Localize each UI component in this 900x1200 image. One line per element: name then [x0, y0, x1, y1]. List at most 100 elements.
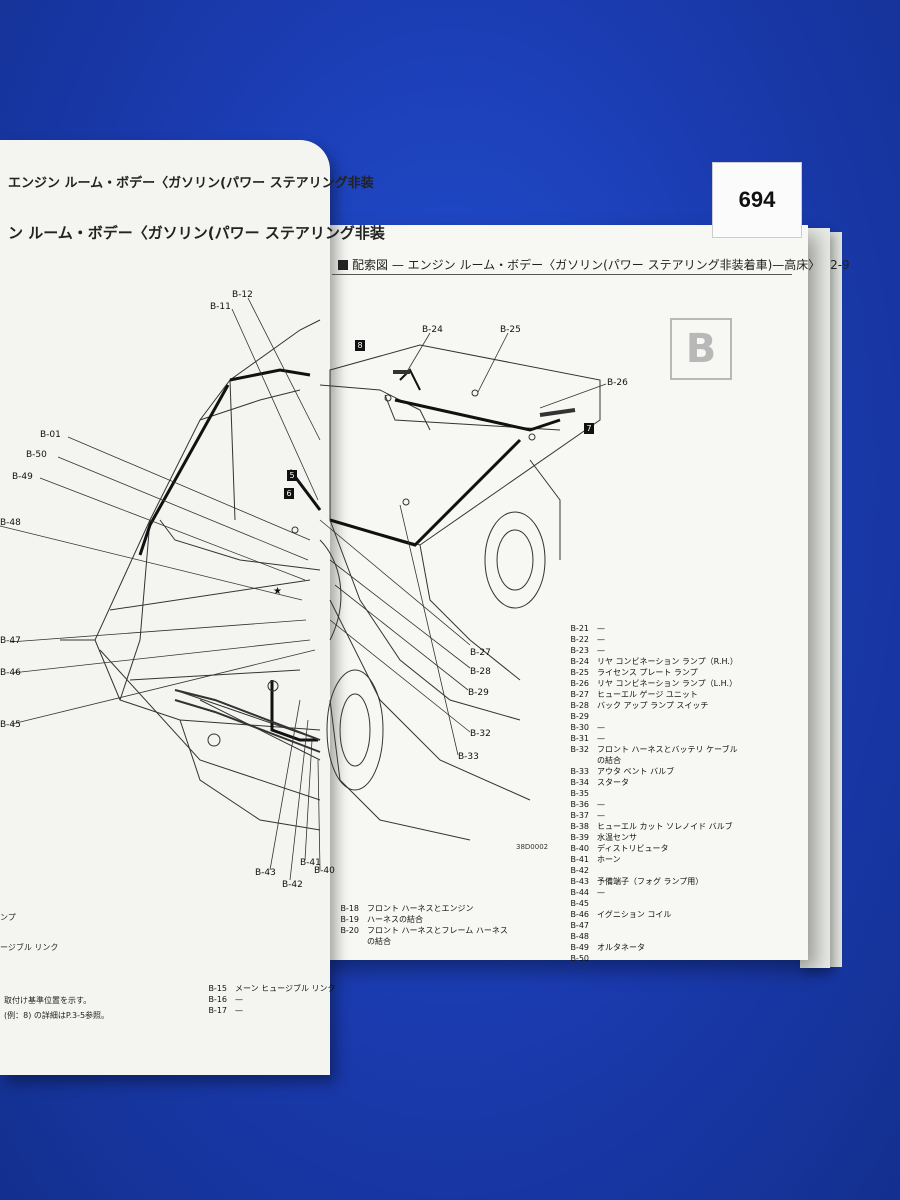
- legend-row: B-32 フロント ハーネスとバッテリ ケーブル: [562, 744, 762, 755]
- callout-label: B-41: [300, 858, 321, 868]
- legend-desc: ヒューエル ゲージ ユニット: [597, 690, 698, 699]
- legend-desc: —: [597, 646, 605, 655]
- legend-desc: ライセンス プレート ランプ: [597, 668, 698, 677]
- legend-code: B-31: [570, 734, 589, 743]
- callout-label: B-25: [500, 325, 521, 335]
- marker-7: 7: [584, 423, 594, 434]
- legend-desc: リヤ コンビネーション ランプ（R.H.）: [597, 657, 738, 666]
- legend-code: B-25: [570, 668, 589, 677]
- legend-row: B-47: [562, 920, 762, 931]
- legend-row: B-21—: [562, 623, 762, 634]
- right-header: 配索図 — エンジン ルーム・ボデー〈ガソリン(パワー ステアリング非装着車)—…: [338, 256, 850, 273]
- callout-label: B-43: [255, 868, 276, 878]
- legend-row: B-30—: [562, 722, 762, 733]
- legend-code: B-23: [570, 646, 589, 655]
- legend-desc: —: [597, 811, 605, 820]
- legend-row: B-44 —: [562, 887, 762, 898]
- legend-code: B-43: [570, 877, 589, 886]
- legend-code: B-50: [570, 954, 589, 963]
- legend-code: B-46: [570, 910, 589, 919]
- legend-code: B-44: [570, 888, 589, 897]
- legend-desc: スタータ: [597, 778, 629, 787]
- legend-code: B-30: [570, 723, 589, 732]
- legend-code: B-37: [570, 811, 589, 820]
- legend-code: B-28: [570, 701, 589, 710]
- legend-row: B-48: [562, 931, 762, 942]
- right-page: [318, 225, 808, 960]
- legend-code: B-42: [570, 866, 589, 875]
- marker-5: 5: [287, 470, 297, 481]
- callout-label: B-46: [0, 668, 21, 678]
- legend-row: B-45: [562, 898, 762, 909]
- page-number: 2-9: [830, 258, 850, 272]
- left-note: 取付け基準位置を示す。: [4, 996, 92, 1005]
- legend-code: B-32: [570, 745, 589, 754]
- legend-desc: ホーン: [597, 855, 621, 864]
- legend-code: B-33: [570, 767, 589, 776]
- legend-code: B-49: [570, 943, 589, 952]
- legend-code: B-47: [570, 921, 589, 930]
- legend-row: B-37 —: [562, 810, 762, 821]
- header-rule: [332, 274, 792, 275]
- left-note: ンプ: [0, 913, 16, 922]
- right-header-text: 配索図 — エンジン ルーム・ボデー〈ガソリン(パワー ステアリング非装着車)—…: [352, 258, 821, 272]
- legend-row: B-23 —: [562, 645, 762, 656]
- legend-row: B-38 ヒューエル カット ソレノイド バルブ: [562, 821, 762, 832]
- legend-code: B-21: [570, 624, 589, 633]
- callout-label: B-01: [40, 430, 61, 440]
- legend-code: B-27: [570, 690, 589, 699]
- callout-label: B-48: [0, 518, 21, 528]
- callout-label: B-33: [458, 752, 479, 762]
- callout-label: B-11: [210, 302, 231, 312]
- callout-label: B-27: [470, 648, 491, 658]
- legend-desc: バック アップ ランプ スイッチ: [597, 701, 709, 710]
- legend-desc: フロント ハーネスとバッテリ ケーブル: [597, 745, 738, 754]
- legend-desc: 水温センサ: [597, 833, 637, 842]
- legend-desc: —: [597, 888, 605, 897]
- legend-row: B-49 オルタネータ: [562, 942, 762, 953]
- legend-desc: —: [597, 734, 605, 743]
- legend-row: B-29: [562, 711, 762, 722]
- callout-label: B-29: [468, 688, 489, 698]
- callout-label: B-47: [0, 636, 21, 646]
- marker-8: 8: [355, 340, 365, 351]
- legend-row: B-27 ヒューエル ゲージ ユニット: [562, 689, 762, 700]
- legend-desc: ディストリビュータ: [597, 844, 669, 853]
- callout-label: B-28: [470, 667, 491, 677]
- legend-desc: の結合: [597, 756, 621, 765]
- callout-label: B-12: [232, 290, 253, 300]
- legend-desc: オルタネータ: [597, 943, 645, 952]
- left-header-top: エンジン ルーム・ボデー〈ガソリン(パワー ステアリング非装: [8, 176, 374, 191]
- callout-label: B-24: [422, 325, 443, 335]
- callout-label: B-49: [12, 472, 33, 482]
- legend-code: B-45: [570, 899, 589, 908]
- callout-label: B-50: [26, 450, 47, 460]
- legend-code: B-35: [570, 789, 589, 798]
- legend-row: B-16—: [208, 995, 243, 1004]
- legend-row: B-36—: [562, 799, 762, 810]
- legend-desc: ヒューエル カット ソレノイド バルブ: [597, 822, 733, 831]
- legend-row: B-22—: [562, 634, 762, 645]
- legend-row: B-25 ライセンス プレート ランプ: [562, 667, 762, 678]
- callout-label: B-32: [470, 729, 491, 739]
- legend-row: の結合: [562, 755, 762, 766]
- legend-code: B-26: [570, 679, 589, 688]
- callout-label: B-45: [0, 720, 21, 730]
- legend-code: B-38: [570, 822, 589, 831]
- legend-row: B-28 バック アップ ランプ スイッチ: [562, 700, 762, 711]
- tag-number-card: 694: [712, 162, 802, 238]
- svg-text:★: ★: [273, 586, 282, 597]
